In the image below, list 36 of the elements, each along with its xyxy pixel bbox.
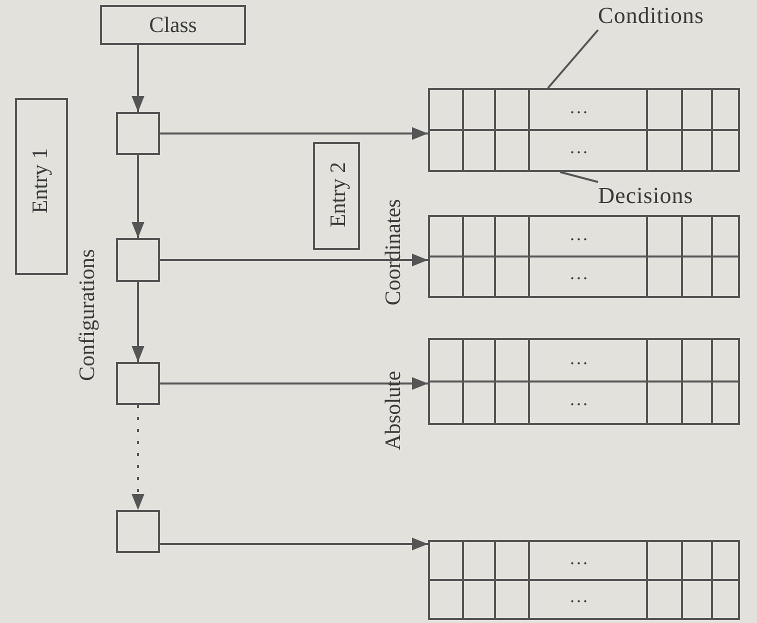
ellipsis-text: ... [570,348,590,367]
arrow [160,127,428,140]
ellipsis-text: ... [570,587,590,605]
rotated-label: Absolute Coordinates [382,199,404,451]
box-label: Entry 2 [327,162,349,228]
configuration-box [116,362,160,405]
ellipsis-text: ... [570,390,590,408]
entry-box [313,142,360,250]
ellipsis-text: ... [570,138,590,156]
annotation-text: Conditions [598,4,704,27]
ellipsis-text: ... [570,224,590,243]
data-table [428,540,740,620]
configuration-box [116,112,160,155]
ellipsis-text: ... [570,98,590,116]
leader-line [547,29,599,89]
ellipsis-text: ... [570,264,590,282]
arrow [132,282,144,362]
arrow [132,155,144,238]
data-table [428,215,740,298]
rotated-label: Configurations [76,249,98,381]
arrow [132,45,144,112]
data-table [428,338,740,425]
data-table [428,88,740,172]
configuration-box [116,510,160,553]
box-label: Class [149,12,197,38]
arrow [160,254,428,266]
entry-box [15,98,68,275]
arrow [132,405,144,510]
annotation-text: Decisions [598,184,694,207]
ellipsis-text: ... [570,549,590,567]
configuration-box [116,238,160,282]
arrow [160,377,428,390]
leader-line [560,171,598,183]
class-box [100,5,246,45]
arrow [160,538,428,550]
box-label: Entry 1 [29,148,51,214]
